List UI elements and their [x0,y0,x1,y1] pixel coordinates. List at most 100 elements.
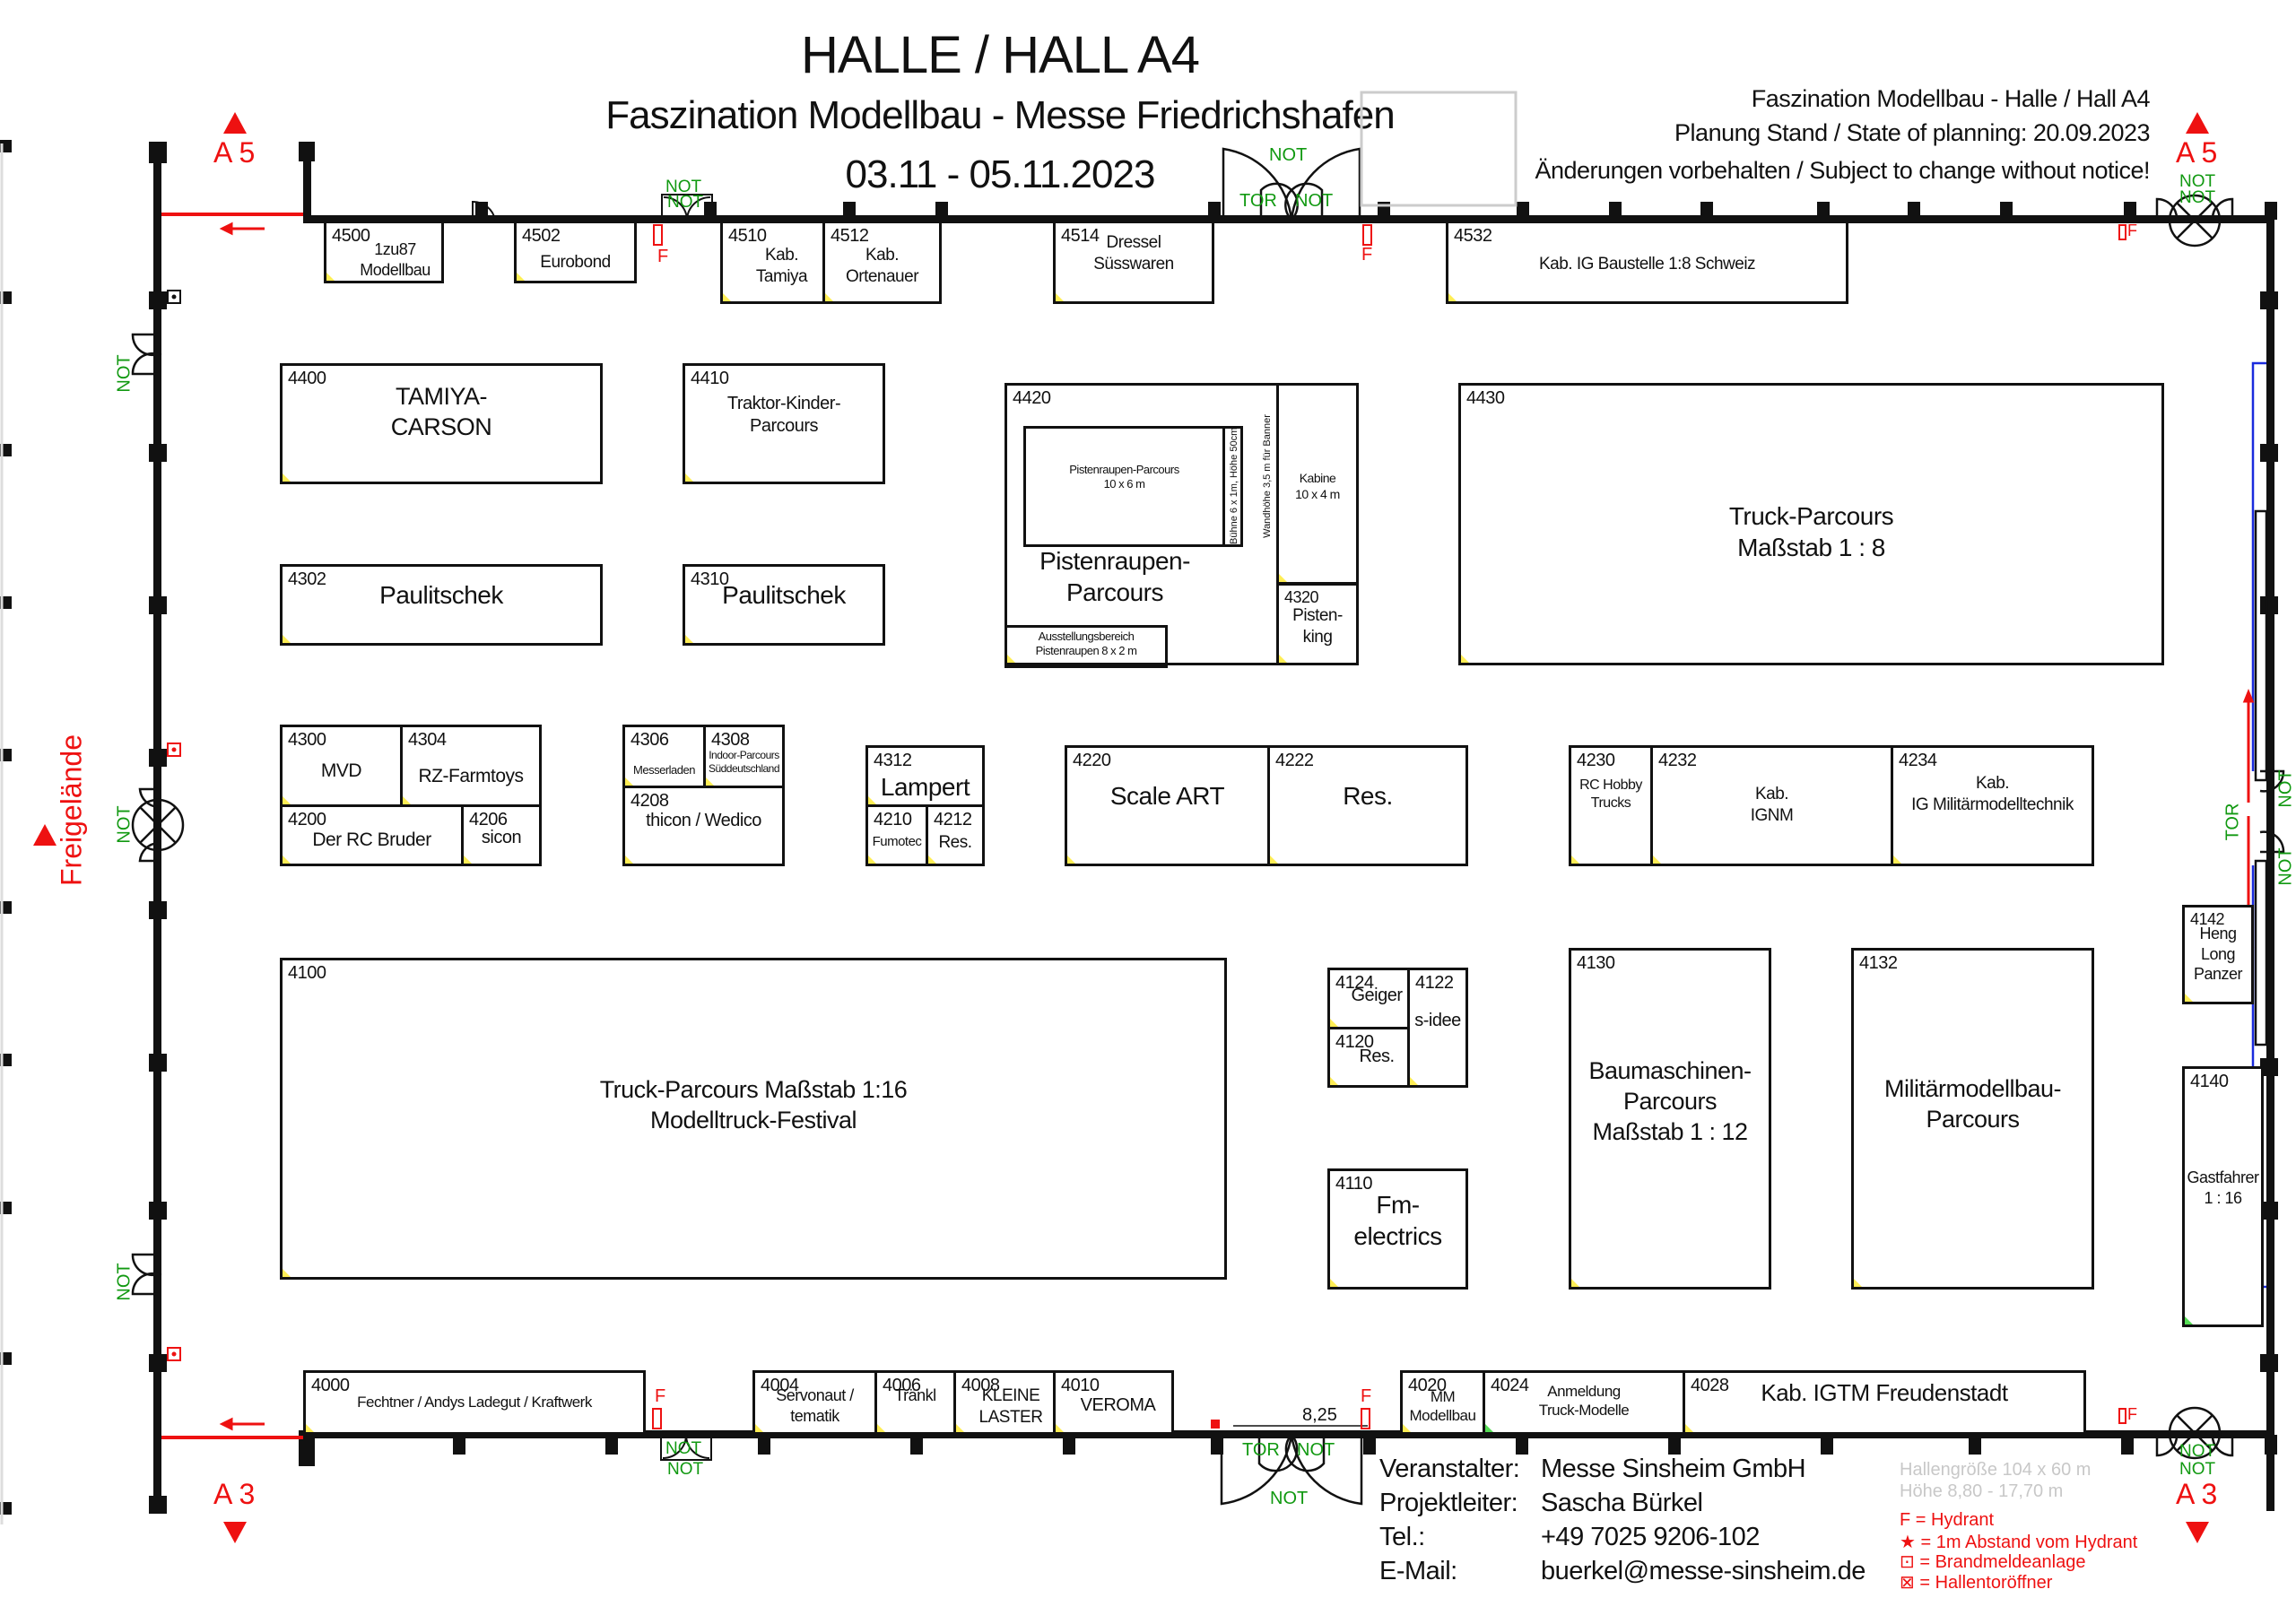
booth-4100[interactable]: 4100 Truck-Parcours Maßstab 1:16 Modellt… [280,958,1227,1280]
booth-4532[interactable]: 4532 Kab. IG Baustelle 1:8 Schweiz [1446,221,1848,304]
booth-4004[interactable]: 4004 Servonaut / tematik [752,1370,877,1435]
star-icon: ★ [1900,1533,1916,1552]
booth-number: 4200 [288,810,326,829]
exit-arrow-icon [33,824,57,846]
booth-name: Traktor-Kinder- Parcours [726,394,841,436]
exit-arrow-down-icon [223,1522,247,1543]
booth-4502[interactable]: 4502 Eurobond [514,221,637,283]
not-label: NOT [2179,1442,2216,1461]
booth-4500[interactable]: 4500 1zu87 Modellbau [324,221,444,283]
booth-name: Militärmodellbau- Parcours [1883,1075,2062,1133]
booth-4306[interactable]: 4306 Messerladen [622,725,706,788]
booth-4008[interactable]: 4008 KLEINE LASTER [953,1370,1056,1435]
booth-number: 4140 [2190,1072,2229,1091]
booth-4140[interactable]: 4140 Gastfahrer 1 : 16 [2182,1066,2264,1327]
booth-number: 4212 [934,810,972,829]
not-label: NOT [1297,1440,1335,1460]
booth-cabin-4420[interactable]: Kabine 10 x 4 m [1276,383,1359,585]
booth-4006[interactable]: 4006 Tränkl [874,1370,956,1435]
hydrant-label: F [1361,1386,1372,1406]
booth-4234[interactable]: 4234 Kab. IG Militärmodelltechnik [1891,745,2094,866]
hydrant-icon [2118,1408,2126,1424]
booth-number: 4232 [1658,751,1697,770]
booth-4210[interactable]: 4210 Fumotec [865,804,928,866]
email-link[interactable]: buerkel@messe-sinsheim.de [1541,1557,1866,1585]
booth-4300[interactable]: 4300 MVD [280,725,403,807]
not-label: NOT [2275,847,2296,886]
booth-number: 4304 [408,730,447,750]
info-planning-state: Planung Stand / State of planning: 20.09… [1674,119,2150,146]
booth-4212[interactable]: 4212 Res. [926,804,985,866]
legend-fire-alarm: ⊡ = Brandmeldeanlage [1900,1550,2085,1573]
wall-left-pillars [149,142,167,1514]
booth-4308[interactable]: 4308 Indoor-Parcours Süddeutschland [703,725,785,788]
booth-4208[interactable]: 4208 thicon / Wedico [622,786,785,866]
booth-4028[interactable]: 4028 Kab. IGTM Freudenstadt [1683,1370,2086,1435]
booth-number: 4122 [1415,973,1454,993]
booth-number: 4120 [1335,1032,1374,1052]
booth-4514[interactable]: 4514 Dressel Süsswaren [1053,221,1214,304]
fire-alarm-icon: ⊡ [1900,1552,1915,1572]
booth-name: VEROMA [1080,1395,1156,1415]
booth-4430[interactable]: 4430 Truck-Parcours Maßstab 1 : 8 [1458,383,2164,665]
booth-name: Tränkl [894,1386,936,1404]
booth-4010[interactable]: 4010 VEROMA [1053,1370,1174,1435]
booth-4124[interactable]: 4124 Geiger [1327,968,1410,1029]
booth-4420[interactable]: 4420 Pistenraupen-Parcours 10 x 6 m Bühn… [1004,383,1279,668]
booth-name: Kab. IG Baustelle 1:8 Schweiz [1538,255,1756,274]
wall-right-pillars [2260,291,2278,1372]
booth-4400[interactable]: 4400 TAMIYA- CARSON [280,363,603,484]
booth-4110[interactable]: 4110 Fm- electrics [1327,1168,1468,1290]
booth-4310[interactable]: 4310 Paulitschek [683,564,885,646]
booth-name: s-idee [1414,1011,1461,1030]
booth-number: 4532 [1454,226,1492,246]
booth-4200[interactable]: 4200 Der RC Bruder [280,804,464,866]
phone-value[interactable]: +49 7025 9206-102 [1541,1523,1760,1551]
booth-4320[interactable]: 4320 Pisten- king [1276,583,1359,665]
booth-4000[interactable]: 4000 Fechtner / Andys Ladegut / Kraftwer… [303,1370,646,1435]
booth-4304[interactable]: 4304 RZ-Farmtoys [400,725,542,807]
booth-name: MVD [320,760,362,781]
booth-4220[interactable]: 4220 Scale ART [1065,745,1270,866]
event-dates: 03.11 - 05.11.2023 [845,152,1156,196]
booth-4410[interactable]: 4410 Traktor-Kinder- Parcours [683,363,885,484]
booth-number: 4220 [1073,751,1111,770]
booth-4512[interactable]: 4512 Kab. Ortenauer [822,221,942,304]
booth-4230[interactable]: 4230 RC Hobby Trucks [1569,745,1653,866]
hydrant-icon [1362,224,1372,246]
booth-4206[interactable]: 4206 sicon [461,804,542,866]
booth-name: Pisten- king [1292,606,1343,647]
booth-number: 4430 [1466,388,1505,408]
booth-4302[interactable]: 4302 Paulitschek [280,564,603,646]
booth-4020[interactable]: 4020 MM Modellbau [1400,1370,1485,1435]
booth-number: 4500 [332,226,370,246]
booth-name: Truck-Parcours Maßstab 1 : 8 [1728,502,1894,561]
booth-4132[interactable]: 4132 Militärmodellbau- Parcours [1851,948,2094,1290]
booth-number: 4008 [961,1376,1000,1395]
wall-top [303,215,2274,223]
fire-alarm-icon [167,290,181,1361]
legend-text: = Hydrant [1915,1510,1995,1530]
tor-label: TOR [1239,191,1277,211]
booth-4312[interactable]: 4312 Lampert [865,745,985,807]
booth-name: Eurobond [540,253,611,272]
wall-left [153,142,161,1514]
booth-4232[interactable]: 4232 Kab. IGNM [1650,745,1893,866]
dimension-label: 8,25 [1302,1405,1337,1425]
booth-name: Truck-Parcours Maßstab 1:16 Modelltruck-… [599,1076,908,1133]
booth-4142[interactable]: 4142 Heng Long Panzer [2182,905,2254,1004]
hall-size: Hallengröße 104 x 60 m [1900,1460,2092,1480]
booth-4122[interactable]: 4122 s-idee [1407,968,1468,1088]
booth-name: Indoor-Parcours Süddeutschland [708,749,780,775]
booth-name: Kab. IGTM Freudenstadt [1761,1379,2008,1406]
booth-name: Pistenraupen- Parcours [1039,547,1190,606]
exit-a5-right: A 5 [2176,136,2218,169]
booth-4510[interactable]: 4510 Kab. Tamiya [720,221,825,304]
gate-icon [1220,1433,1363,1506]
booth-4024[interactable]: 4024 Anmeldung Truck-Modelle [1483,1370,1685,1435]
inner-parcours-label: Pistenraupen-Parcours 10 x 6 m [1069,463,1179,491]
booth-4222[interactable]: 4222 Res. [1267,745,1468,866]
not-label: NOT [114,805,135,844]
booth-4120[interactable]: 4120 Res. [1327,1027,1410,1088]
booth-4130[interactable]: 4130 Baumaschinen- Parcours Maßstab 1 : … [1569,948,1771,1290]
